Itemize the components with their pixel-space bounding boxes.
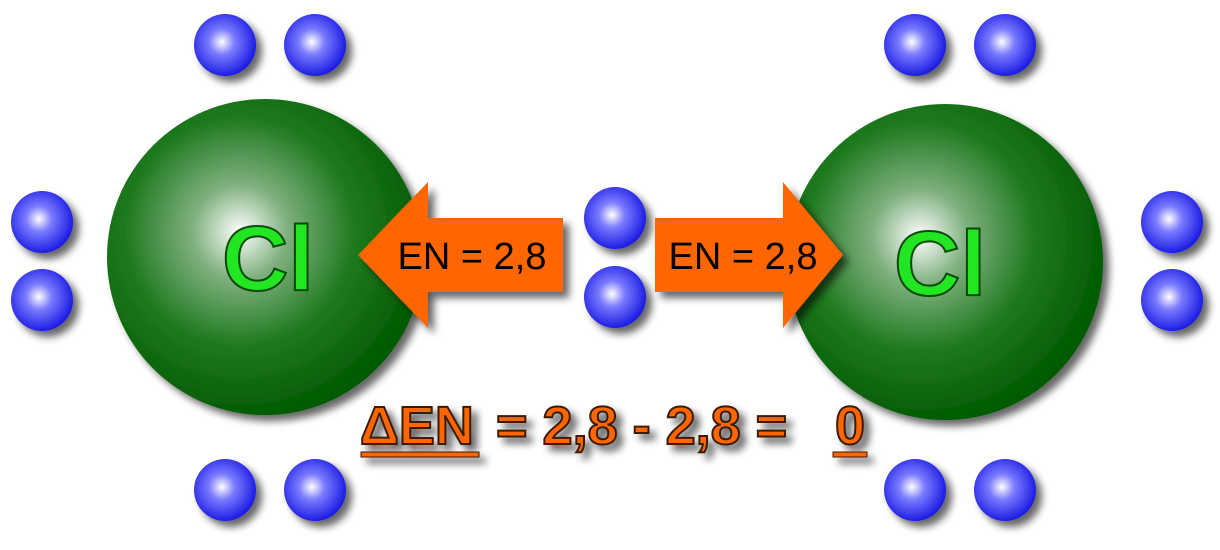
electron [284,459,346,521]
electrons [11,14,1203,521]
delta-en-underline [360,451,480,458]
left-arrow [358,182,563,328]
left-en-label: EN = 2,8 [398,236,547,278]
right-chlorine-atom [787,104,1103,420]
equation-result: 0 [835,396,865,456]
electron [11,191,73,253]
electron [974,459,1036,521]
right-atom-symbol: Cl [894,213,986,315]
left-atom-symbol: Cl [222,208,314,310]
delta-en-equation: ΔEN = 2,8 - 2,8 = 0 [359,395,868,458]
electron [194,14,256,76]
electron [884,459,946,521]
electron [1141,269,1203,331]
electron [1141,191,1203,253]
delta-en-label: ΔEN [360,396,474,456]
left-chlorine-atom [107,99,423,415]
electron [194,459,256,521]
right-arrow [655,182,843,328]
electron [11,269,73,331]
electron [284,14,346,76]
electron [974,14,1036,76]
result-underline [832,451,868,458]
bonding-electron [584,266,646,328]
right-en-label: EN = 2,8 [669,236,818,278]
equation-middle: = 2,8 - 2,8 = [496,396,787,456]
electron [884,14,946,76]
bonding-electron [584,187,646,249]
